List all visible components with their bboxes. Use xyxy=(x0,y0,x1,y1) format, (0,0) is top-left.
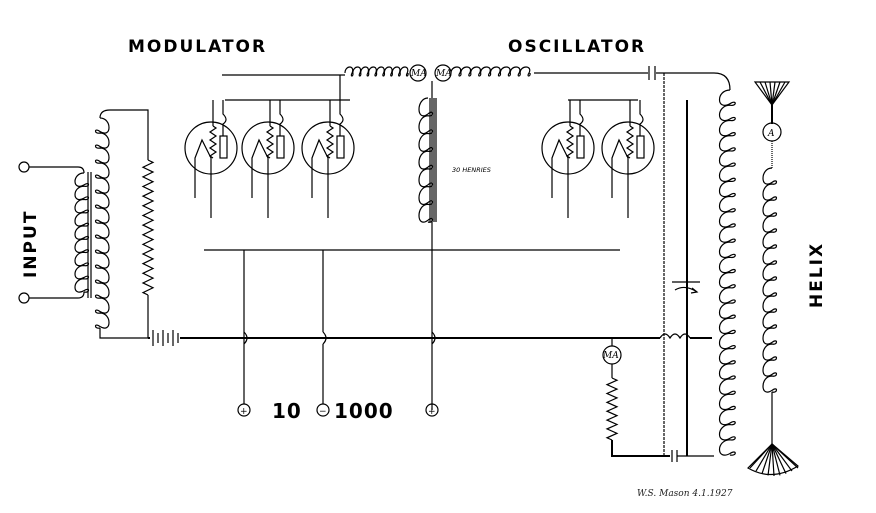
coil-winding xyxy=(762,167,778,393)
fan-wire xyxy=(771,443,787,474)
plate-meter-right-label: MA xyxy=(435,69,452,79)
choke-label: 30 HENRIES xyxy=(452,166,491,174)
tube-plate xyxy=(636,135,645,159)
grid-leak-resistor xyxy=(141,118,155,338)
tube-plate xyxy=(336,135,345,159)
plate-meter-left-label: MA xyxy=(410,69,427,79)
voltage-10-label: 10 xyxy=(272,399,302,423)
oscillator-title: OSCILLATOR xyxy=(508,37,646,57)
bus-wires xyxy=(180,72,714,340)
fan-wire xyxy=(771,443,781,476)
tap-arrow xyxy=(672,281,700,294)
tube-filament xyxy=(251,138,269,218)
fan-wire xyxy=(771,443,775,477)
terminal-minus: − xyxy=(316,403,330,417)
grid-meter-label: MA xyxy=(602,351,619,361)
antenna-top xyxy=(753,81,791,124)
coil-winding xyxy=(718,89,736,456)
resistor-zigzag xyxy=(208,125,218,159)
antenna-ammeter-label: A xyxy=(767,129,775,139)
signature: W.S. Mason 4.1.1927 xyxy=(637,489,733,499)
resistor-zigzag xyxy=(265,125,275,159)
helix-coil xyxy=(762,167,778,393)
input-transformer-primary xyxy=(74,172,90,293)
modulator-tube-2 xyxy=(241,100,295,218)
tank-capacitor xyxy=(648,66,656,80)
grid-resistor xyxy=(605,364,619,441)
plate-lead xyxy=(279,100,284,136)
resistor-zigzag xyxy=(141,159,155,296)
tube-filament xyxy=(551,138,569,218)
terminal-2-sign: − xyxy=(319,407,327,417)
tube-plate xyxy=(576,135,585,159)
oscillator-tube-4 xyxy=(541,100,595,218)
fan-wire xyxy=(761,443,773,474)
modulator-tube-1 xyxy=(184,100,238,218)
terminal-plus-1000v: + xyxy=(425,403,439,417)
terminal-plus-10v: + xyxy=(237,403,251,417)
oscillator-tube-5 xyxy=(601,100,655,218)
plate-lead xyxy=(222,100,227,136)
modulation-choke xyxy=(418,81,437,410)
coil-winding xyxy=(450,66,531,77)
coil-winding xyxy=(418,97,434,223)
counterpoise-fan xyxy=(747,392,800,477)
tube-filament xyxy=(611,138,629,218)
resistor-zigzag xyxy=(325,125,335,159)
voltage-1000-label: 1000 xyxy=(334,399,394,423)
terminal-3-sign: + xyxy=(428,407,436,417)
terminal-1-sign: + xyxy=(240,407,248,417)
coil-winding xyxy=(74,172,90,293)
fan-wire xyxy=(767,443,773,476)
plate-feed-coils xyxy=(344,66,531,77)
transformer-core xyxy=(87,172,92,298)
input-terminals xyxy=(18,161,85,304)
input-label: INPUT xyxy=(21,210,41,278)
helix-label: HELIX xyxy=(807,242,827,308)
resistor-zigzag xyxy=(625,125,635,159)
tube-filament xyxy=(311,138,329,218)
plate-meter-left: MA xyxy=(409,64,427,82)
plate-lead xyxy=(579,100,584,136)
vacuum-tubes xyxy=(184,75,655,218)
fan-wire xyxy=(771,443,793,472)
tube-filament xyxy=(194,138,212,218)
supply-wires xyxy=(243,250,436,404)
modulator-tube-3 xyxy=(301,75,355,218)
fan-wire xyxy=(749,443,773,469)
fan-wire xyxy=(771,443,799,469)
resistor-zigzag xyxy=(605,377,619,441)
plate-meter-right: MA xyxy=(434,64,452,82)
tube-plate xyxy=(276,135,285,159)
tube-plate xyxy=(219,135,228,159)
input-terminal-bottom xyxy=(18,292,30,304)
bias-battery xyxy=(148,330,179,346)
coil-winding xyxy=(344,66,409,77)
antenna-ammeter: A xyxy=(762,122,782,168)
bypass-capacitor-bottom xyxy=(671,450,714,462)
tank-coil xyxy=(718,89,736,456)
coil-winding xyxy=(94,117,110,329)
plate-lead xyxy=(339,75,344,136)
fan-wire xyxy=(755,443,773,472)
resistor-zigzag xyxy=(565,125,575,159)
input-transformer-secondary xyxy=(94,117,110,329)
plate-lead xyxy=(639,100,644,136)
input-terminal-top xyxy=(18,161,30,173)
modulator-title: MODULATOR xyxy=(128,37,267,57)
grid-meter: MA xyxy=(602,338,622,365)
